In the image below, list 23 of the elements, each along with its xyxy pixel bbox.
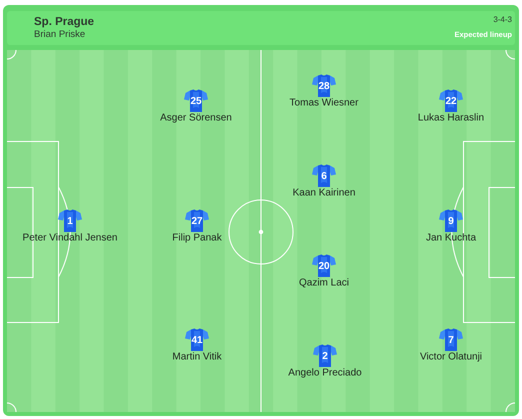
coach-name: Brian Priske bbox=[34, 30, 86, 40]
player-name: Asger Sörensen bbox=[160, 112, 232, 124]
player-name: Angelo Preciado bbox=[288, 367, 362, 379]
shirt-number: 6 bbox=[321, 172, 327, 182]
player-name: Lukas Haraslin bbox=[418, 112, 484, 124]
player-name: Tomas Wiesner bbox=[290, 97, 358, 109]
shirt-number: 7 bbox=[448, 336, 454, 346]
shirt-number: 41 bbox=[191, 336, 203, 346]
player-name: Qazim Laci bbox=[299, 277, 349, 289]
player-name: Martin Vitik bbox=[172, 351, 222, 363]
shirt-number: 27 bbox=[191, 217, 203, 227]
team-name: Sp. Prague bbox=[34, 16, 94, 29]
shirt-number: 28 bbox=[318, 82, 330, 92]
shirt-number: 1 bbox=[67, 217, 73, 227]
shirt-number: 20 bbox=[318, 262, 330, 272]
player-name: Kaan Kairinen bbox=[292, 187, 356, 199]
shirt-number: 2 bbox=[322, 352, 328, 362]
player-name: Filip Panak bbox=[172, 232, 222, 244]
shirt-number: 22 bbox=[445, 97, 457, 107]
shirt-number: 9 bbox=[448, 217, 454, 227]
player-name: Victor Olatunji bbox=[420, 351, 482, 363]
shirt-number: 25 bbox=[190, 97, 202, 107]
formation-label: 3-4-3 bbox=[493, 16, 512, 25]
